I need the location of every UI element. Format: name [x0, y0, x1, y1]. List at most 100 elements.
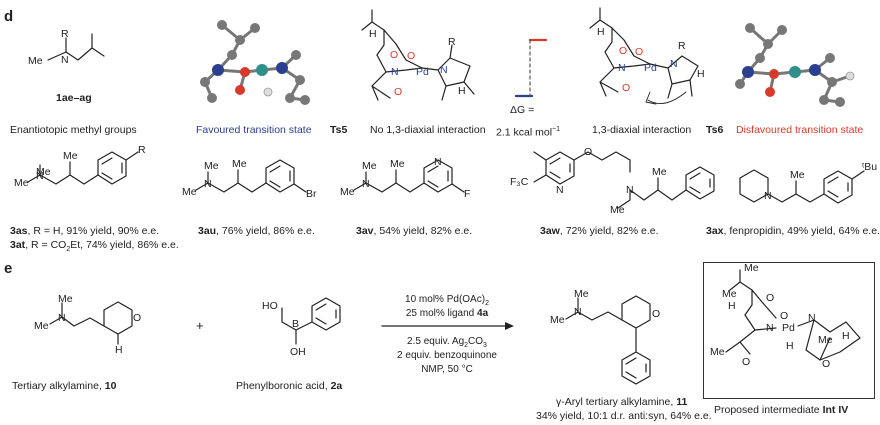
- sm10-atom-h: H: [115, 344, 123, 356]
- disfavoured-ts-atoms: [735, 23, 855, 107]
- caption-3at: 3at, R = CO2Et, 74% yield, 86% e.e.: [10, 239, 179, 254]
- panel-label-e: e: [4, 260, 13, 277]
- ts6-structure: [589, 7, 699, 105]
- ts5-atom-h2: H: [458, 85, 466, 97]
- ts6-atom-n: N: [618, 62, 626, 74]
- int-atom-o4: O: [822, 358, 831, 370]
- p3av-atom-me3: Me: [390, 158, 405, 170]
- sm10-caption: Tertiary alkylamine, 10: [12, 380, 117, 392]
- ts5-caption: No 1,3-diaxial interaction: [370, 124, 486, 136]
- p3as-atom-n: N: [36, 170, 44, 182]
- int-atom-me4: Me: [818, 334, 833, 346]
- caption-3aw: 3aw, 72% yield, 82% e.e.: [540, 225, 659, 237]
- product-3aw-structure: [533, 151, 715, 209]
- condition-oxidant: 2.5 equiv. Ag2CO3: [407, 336, 487, 349]
- ts5-atom-n: N: [391, 66, 399, 78]
- favoured-ts-caption: Favoured transition state: [196, 124, 312, 136]
- p3av-atom-f: F: [464, 188, 471, 200]
- int-atom-pd: Pd: [782, 322, 795, 334]
- atom-label-me: Me: [28, 55, 43, 67]
- int-atom-o: O: [766, 292, 775, 304]
- ts5-atom-n2: N: [440, 64, 448, 76]
- substrate-code: 1ae–ag: [56, 92, 92, 104]
- int-atom-h2: H: [786, 340, 794, 352]
- favoured-ts-3d-model: [203, 23, 307, 102]
- product-3au-structure: [195, 159, 307, 193]
- product-11-caption: γ-Aryl tertiary alkylamine, 11: [556, 396, 688, 408]
- condition-catalyst: 10 mol% Pd(OAc)2: [405, 294, 489, 307]
- p3au-atom-br: Br: [306, 188, 317, 200]
- p3as-atom-me2: Me: [14, 177, 29, 189]
- int-iv-structure: [725, 269, 861, 361]
- atom-label-n: N: [61, 54, 69, 66]
- substrate-1ae-ag-structure: [47, 33, 105, 61]
- ts6-atom-o: O: [619, 45, 628, 57]
- sm10-atom-o: O: [133, 312, 142, 324]
- p3ax-atom-n: N: [764, 190, 772, 202]
- p3aw-atom-me: Me: [610, 204, 625, 216]
- p3aw-atom-n: N: [556, 184, 564, 196]
- sm2a-atom-oh: OH: [290, 346, 306, 358]
- ts5-atom-r: R: [448, 36, 456, 48]
- sm2a-atom-b: B: [292, 318, 300, 330]
- delta-g-label: ΔG =: [510, 104, 535, 116]
- p3ax-atom-tbu: ᵗBu: [862, 161, 878, 173]
- p11-atom-n: N: [574, 306, 582, 318]
- condition-ligand: 25 mol% ligand 4a: [405, 308, 489, 319]
- ts5-atom-o3: O: [394, 86, 403, 98]
- p3av-atom-me2: Me: [340, 186, 355, 198]
- int-atom-o3: O: [742, 356, 751, 368]
- favoured-ts-atoms: [200, 20, 310, 105]
- p3au-atom-me: Me: [204, 160, 219, 172]
- ts6-atom-pd: Pd: [644, 62, 657, 74]
- caption-3as: 3as, R = H, 91% yield, 90% e.e.: [10, 225, 160, 237]
- ts5-label: Ts5: [330, 124, 348, 136]
- product-11-yield: 34% yield, 10:1 d.r. anti:syn, 64% e.e.: [536, 410, 712, 422]
- product-3av-structure: [353, 159, 465, 193]
- intermediate-caption: Proposed intermediate Int IV: [714, 404, 849, 416]
- int-atom-me2: Me: [722, 288, 737, 300]
- sm-10-structure: [49, 301, 133, 345]
- p3aw-atom-n2: N: [626, 184, 634, 196]
- product-3ax-structure: [739, 169, 865, 204]
- p3au-atom-me3: Me: [232, 158, 247, 170]
- panel-label-d: d: [4, 8, 14, 25]
- p3as-atom-me: Me: [36, 166, 51, 178]
- caption-3au: 3au, 76% yield, 86% e.e.: [198, 225, 315, 237]
- ts6-atom-n2: N: [670, 58, 678, 70]
- sm2a-caption: Phenylboronic acid, 2a: [236, 380, 343, 392]
- p3au-atom-n: N: [204, 178, 212, 190]
- p11-atom-o: O: [652, 308, 661, 320]
- sm10-atom-me2: Me: [34, 320, 49, 332]
- ts5-atom-o2: O: [407, 50, 416, 62]
- ts6-atom-h: H: [597, 26, 605, 38]
- caption-3ax: 3ax, fenpropidin, 49% yield, 64% e.e.: [706, 225, 880, 237]
- p3as-atom-r: R: [138, 144, 146, 156]
- p3av-atom-me: Me: [362, 160, 377, 172]
- atom-label-r: R: [61, 28, 69, 40]
- sm10-atom-me: Me: [58, 293, 73, 305]
- sm10-atom-n: N: [58, 312, 66, 324]
- p3av-atom-n2: N: [434, 156, 442, 168]
- p3ax-atom-me: Me: [790, 169, 805, 181]
- p3aw-atom-f3c: F₃C: [510, 176, 529, 188]
- substrate-caption: Enantiotopic methyl groups: [10, 124, 137, 136]
- sm2a-atom-ho: HO: [262, 300, 278, 312]
- ts6-atom-o2: O: [635, 46, 644, 58]
- plus-sign: +: [196, 318, 204, 333]
- ts5-atom-o: O: [390, 49, 399, 61]
- int-atom-n: N: [766, 322, 774, 334]
- int-atom-n2: N: [808, 312, 816, 324]
- ts6-caption: 1,3-diaxial interaction: [592, 124, 692, 136]
- p3aw-atom-me2: Me: [652, 166, 667, 178]
- sm-2a-structure: [281, 297, 341, 345]
- p11-atom-me: Me: [574, 288, 589, 300]
- product-3as-structure: [27, 151, 139, 185]
- caption-3av: 3av, 54% yield, 82% e.e.: [356, 225, 473, 237]
- p3aw-atom-o: O: [584, 146, 593, 158]
- int-atom-h3: H: [842, 330, 850, 342]
- reaction-arrow: [381, 322, 514, 330]
- condition-additive: 2 equiv. benzoquinone: [397, 350, 497, 361]
